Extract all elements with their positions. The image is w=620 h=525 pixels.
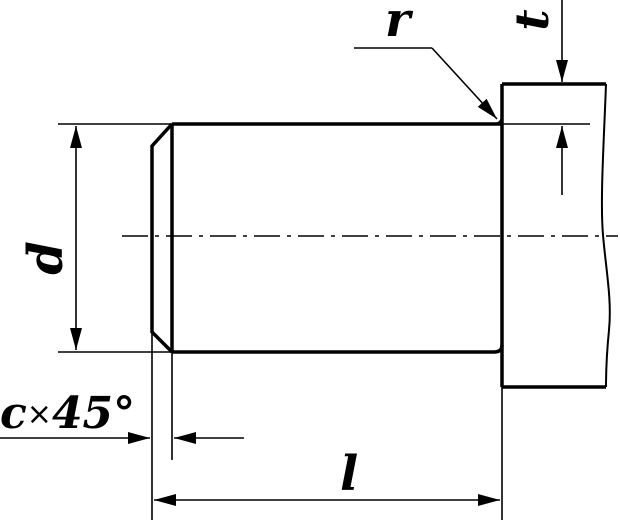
shaft-outline	[150, 122, 504, 354]
shaft-bottom-edge	[172, 344, 504, 354]
chamfer-edge	[150, 122, 174, 354]
label-t: t	[505, 9, 559, 30]
leader-diagonal	[431, 47, 498, 120]
label-l: l	[340, 446, 358, 502]
dimension-t	[502, 0, 590, 195]
break-line	[600, 83, 611, 388]
shoulder-block	[500, 82, 606, 389]
dimension-d	[58, 123, 172, 353]
dimension-r	[354, 47, 498, 120]
label-chamfer-angle: 45°	[52, 388, 135, 439]
dimension-chamfer	[0, 332, 244, 520]
label-chamfer-times: ×	[27, 397, 52, 432]
label-chamfer: c×45°	[0, 388, 135, 439]
dimension-l	[154, 387, 503, 520]
label-d: d	[18, 241, 74, 275]
label-r: r	[385, 0, 414, 48]
fillet-arc	[493, 115, 504, 126]
label-chamfer-c: c	[0, 388, 27, 439]
